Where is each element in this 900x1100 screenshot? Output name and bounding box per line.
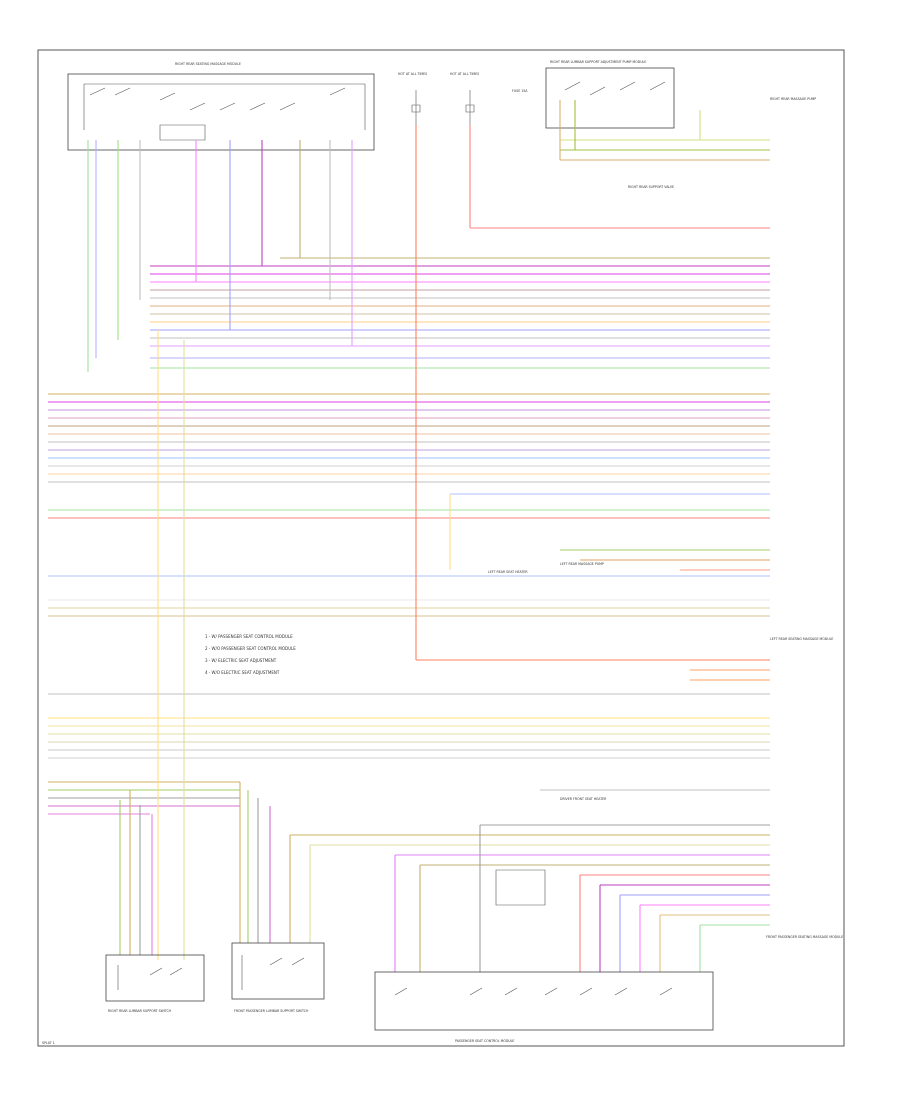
page-label: SPLAT 1 bbox=[42, 1041, 55, 1045]
legend-item-2: 2 - W/O PASSENGER SEAT CONTROL MODULE bbox=[205, 646, 296, 651]
component-label: DRIVER FRONT SEAT HEATER bbox=[560, 797, 607, 801]
diagram-border bbox=[37, 49, 845, 1047]
component-label: LEFT REAR MASSAGE PUMP bbox=[560, 562, 604, 566]
component-label: RIGHT REAR SUPPORT VALVE bbox=[628, 185, 674, 189]
component-label: RIGHT REAR MASSAGE PUMP bbox=[770, 97, 816, 101]
wire-bundle bbox=[48, 139, 770, 926]
fuse-label-1: HOT AT ALL TIMES bbox=[398, 72, 427, 76]
component-label: RIGHT REAR LUMBAR SUPPORT ADJUSTMENT PUM… bbox=[550, 60, 646, 64]
legend-item-3: 3 - W/ ELECTRIC SEAT ADJUSTMENT bbox=[205, 658, 277, 663]
fuse-label-2: HOT AT ALL TIMES bbox=[450, 72, 479, 76]
right-connector-labels: RIGHT REAR MASSAGE PUMP RIGHT REAR SUPPO… bbox=[488, 97, 843, 939]
right-rear-seating-massage-module: RIGHT REAR SEATING MASSAGE MODULE bbox=[67, 62, 375, 151]
component-label: PASSENGER SEAT CONTROL MODULE bbox=[455, 1039, 514, 1043]
passenger-seat-control-module: PASSENGER SEAT CONTROL MODULE bbox=[374, 869, 714, 1043]
component-label: LEFT REAR SEATING MASSAGE MODULE bbox=[770, 637, 833, 641]
fuse-group: HOT AT ALL TIMES HOT AT ALL TIMES FUSE 1… bbox=[398, 72, 528, 125]
right-rear-lumbar-pump-module: RIGHT REAR LUMBAR SUPPORT ADJUSTMENT PUM… bbox=[545, 60, 675, 129]
component-label: LEFT REAR SEAT HEATER bbox=[488, 570, 528, 574]
component-label: RIGHT REAR LUMBAR SUPPORT SWITCH bbox=[108, 1009, 172, 1013]
fuse-label-3: FUSE 15A bbox=[512, 89, 528, 93]
component-label: FRONT PASSENGER SEATING MASSAGE MODULE bbox=[766, 935, 843, 939]
vertical-wires bbox=[87, 100, 701, 972]
legend-item-4: 4 - W/O ELECTRIC SEAT ADJUSTMENT bbox=[205, 670, 280, 675]
right-rear-lumbar-switch: RIGHT REAR LUMBAR SUPPORT SWITCH bbox=[105, 954, 205, 1013]
legend: 1 - W/ PASSENGER SEAT CONTROL MODULE 2 -… bbox=[205, 634, 296, 675]
legend-item-1: 1 - W/ PASSENGER SEAT CONTROL MODULE bbox=[205, 634, 293, 639]
front-passenger-lumbar-switch: FRONT PASSENGER LUMBAR SUPPORT SWITCH bbox=[231, 942, 325, 1013]
component-label: RIGHT REAR SEATING MASSAGE MODULE bbox=[175, 62, 241, 66]
component-label: FRONT PASSENGER LUMBAR SUPPORT SWITCH bbox=[234, 1009, 309, 1013]
